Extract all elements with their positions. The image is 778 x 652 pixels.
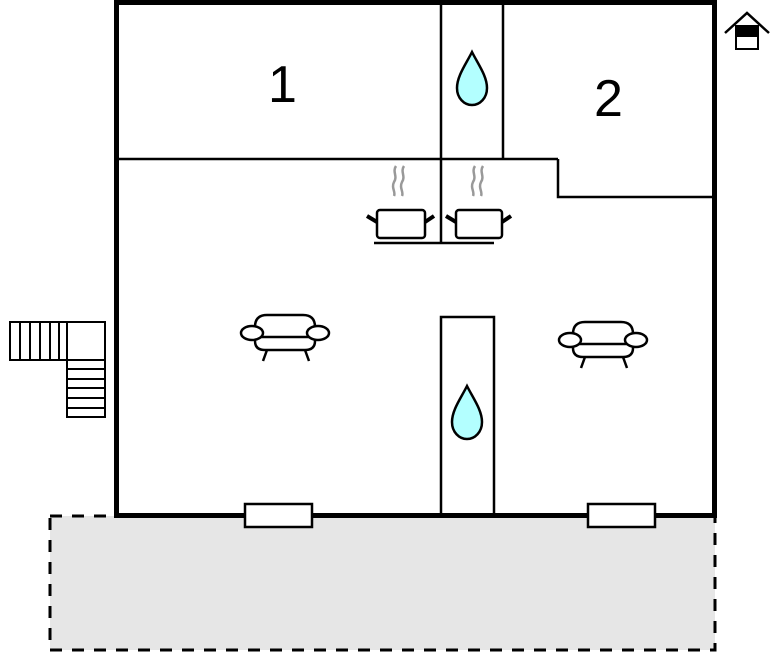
sofa-icon xyxy=(557,320,649,369)
window-left xyxy=(243,502,314,529)
outer-walls xyxy=(114,0,717,518)
water-drop-icon xyxy=(450,383,484,441)
interior-walls xyxy=(117,4,715,515)
cooking-pot-icon xyxy=(444,165,513,240)
stairs-icon xyxy=(9,321,106,418)
window-right xyxy=(586,502,657,529)
water-drop-icon xyxy=(455,49,489,107)
sofa-icon xyxy=(239,313,331,362)
room-label-1: 1 xyxy=(268,56,297,114)
cooking-pot-icon xyxy=(365,165,436,240)
room-label-2: 2 xyxy=(594,70,623,128)
terrace xyxy=(48,514,717,652)
home-icon[interactable] xyxy=(724,11,770,50)
